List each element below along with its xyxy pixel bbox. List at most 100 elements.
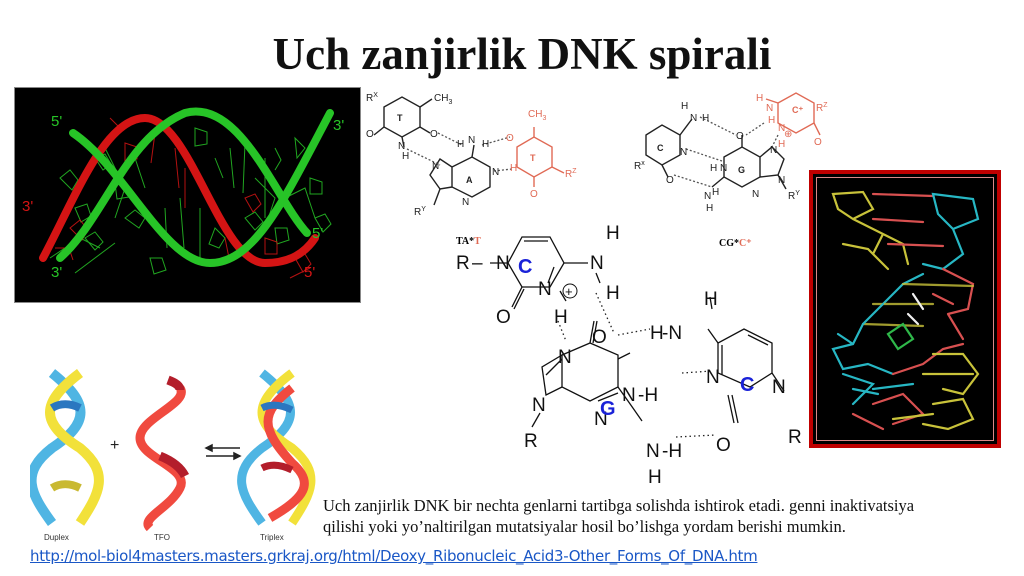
svg-text:C⁺: C⁺ [792, 105, 803, 115]
svg-text:O: O [366, 129, 374, 140]
svg-text:H: H [756, 93, 763, 104]
svg-text:N: N [646, 441, 660, 462]
svg-text:N: N [622, 385, 636, 406]
svg-text:-N: -N [662, 323, 682, 344]
svg-text:N: N [496, 253, 510, 274]
svg-text:CH3: CH3 [434, 93, 452, 106]
svg-text:H: H [554, 307, 568, 328]
svg-text:H: H [710, 163, 717, 174]
svg-text:N: N [558, 347, 572, 368]
svg-text:H: H [702, 113, 709, 124]
svg-text:N: N [462, 197, 469, 208]
svg-text:+: + [565, 284, 573, 299]
svg-text:N: N [706, 367, 720, 388]
svg-text:N: N [594, 409, 608, 430]
svg-text:Rx: Rx [634, 160, 645, 172]
caption-line-2: qilishi yoki yo’naltirilgan mutatsiyalar… [323, 517, 846, 536]
label-3prime-mid-left: 3' [22, 198, 33, 215]
svg-text:N: N [752, 189, 759, 200]
svg-text:N: N [772, 377, 786, 398]
svg-text:CH3: CH3 [528, 109, 546, 122]
svg-text:C: C [657, 143, 664, 153]
svg-text:N: N [766, 103, 773, 114]
label-5prime-top-left: 5' [51, 113, 62, 130]
base-c-top: C [518, 256, 532, 278]
caption-line-1: Uch zanjirlik DNK bir nechta genlarni ta… [323, 496, 915, 515]
svg-text:H: H [681, 101, 688, 112]
large-cgc-triplet-structure: R – N N H H N O H O H -N H N N R N N -H … [450, 223, 810, 492]
svg-text:T: T [397, 113, 403, 123]
tat-triplet-structure: RX CH3 T O O N H H N H A N N N RY CH3 O … [362, 87, 607, 227]
svg-text:N: N [770, 145, 777, 156]
svg-text:N: N [690, 113, 697, 124]
svg-text:N: N [398, 141, 405, 152]
svg-text:N: N [538, 279, 552, 300]
svg-text:O: O [430, 129, 438, 140]
dna-helix-3d-image: 5' 3' 3' 3' 5' 5' [14, 87, 361, 303]
slide-title: Uch zanjirlik DNK spirali [272, 29, 772, 79]
svg-text:N: N [704, 191, 711, 202]
svg-text:N: N [720, 163, 727, 174]
triplex-formation-diagram: + Duplex TFO Triplex [26, 368, 320, 548]
svg-text:O: O [736, 131, 744, 142]
plus-sign: + [110, 437, 119, 454]
label-triplex: Triplex [260, 533, 284, 542]
svg-text:N: N [590, 253, 604, 274]
svg-text:O: O [666, 175, 674, 186]
svg-text:H: H [648, 467, 662, 487]
svg-text:–: – [472, 253, 483, 274]
svg-text:⊕: ⊕ [784, 129, 792, 140]
svg-text:H: H [482, 139, 489, 150]
svg-text:H: H [768, 115, 775, 126]
label-3prime-top-right: 3' [333, 117, 344, 134]
svg-text:T: T [530, 153, 536, 163]
label-3prime-bottom-left: 3' [51, 264, 62, 281]
svg-text:N: N [778, 175, 785, 186]
svg-text:O: O [530, 189, 538, 200]
svg-text:A: A [466, 175, 473, 185]
triplex-3d-model-image [809, 170, 1001, 448]
svg-text:H: H [704, 289, 718, 310]
source-link[interactable]: http://mol-biol4masters.masters.grkraj.o… [30, 547, 758, 565]
svg-text:O: O [716, 435, 731, 456]
svg-text:H: H [606, 283, 620, 304]
svg-text:RY: RY [788, 190, 800, 202]
base-c-right: C [740, 374, 754, 396]
cgc-triplet-structure: H N H C N Rx O O H N G N H N H N N RY H … [628, 87, 828, 227]
tat-label: TA*T [456, 236, 481, 247]
svg-text:RZ: RZ [816, 102, 828, 114]
svg-text:N: N [778, 123, 785, 134]
svg-text:O: O [506, 133, 514, 144]
svg-text:-H: -H [662, 441, 682, 462]
label-tfo: TFO [154, 533, 170, 542]
svg-text:H: H [706, 203, 713, 214]
cgc-label: CG*C⁺ [719, 238, 752, 249]
svg-text:H: H [712, 187, 719, 198]
svg-text:RZ: RZ [565, 168, 577, 180]
svg-text:RX: RX [366, 92, 378, 104]
label-5prime-mid-right: 5' [312, 225, 323, 242]
svg-text:N: N [680, 147, 687, 158]
label-5prime-bottom-right: 5' [304, 264, 315, 281]
svg-text:H: H [457, 139, 464, 150]
svg-text:R: R [788, 427, 802, 448]
dna-helix-render: 5' 3' 3' 3' 5' 5' [22, 107, 344, 281]
svg-text:N: N [492, 167, 499, 178]
svg-text:-H: -H [638, 385, 658, 406]
svg-text:RY: RY [414, 206, 426, 218]
svg-text:R: R [524, 431, 538, 452]
label-duplex: Duplex [44, 533, 69, 542]
svg-text:H: H [510, 163, 517, 174]
svg-text:R: R [456, 253, 470, 274]
svg-text:H: H [650, 323, 664, 344]
svg-text:O: O [814, 137, 822, 148]
base-g-center: G [600, 398, 616, 420]
svg-text:H: H [606, 225, 620, 244]
slide-caption: Uch zanjirlik DNK bir nechta genlarni ta… [323, 495, 1023, 537]
svg-text:N: N [532, 395, 546, 416]
svg-text:H: H [778, 139, 785, 150]
svg-text:O: O [592, 327, 607, 348]
svg-text:O: O [496, 307, 511, 328]
svg-text:G: G [738, 165, 745, 175]
svg-text:H: H [402, 151, 409, 162]
